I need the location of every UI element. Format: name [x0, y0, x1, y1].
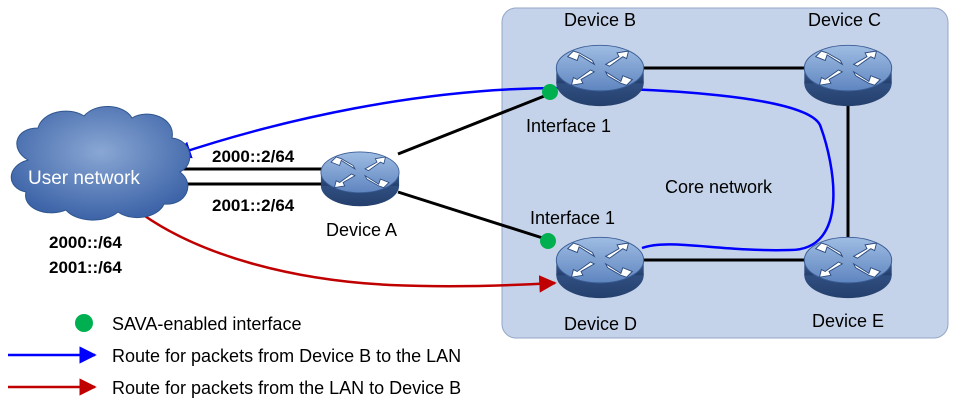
sava-dot-device-d — [540, 233, 556, 249]
link-a-d — [397, 190, 550, 242]
legend-red-label: Route for packets from the LAN to Device… — [112, 378, 461, 398]
sava-dot-device-b — [542, 84, 558, 100]
device-e-label: Device E — [812, 311, 884, 331]
device-c-label: Device C — [808, 10, 881, 30]
device-b-label: Device B — [564, 10, 636, 30]
route-lan-to-b — [141, 212, 557, 293]
link-a-b — [397, 91, 553, 156]
legend-sava-label: SAVA-enabled interface — [112, 314, 301, 334]
legend-sava-dot — [75, 314, 93, 332]
device-d-label: Device D — [564, 314, 637, 334]
interface-d-label: Interface 1 — [530, 208, 615, 228]
core-network-label: Core network — [665, 177, 773, 197]
legend-blue-label: Route for packets from Device B to the L… — [112, 346, 461, 366]
router-icon-device-e — [803, 236, 893, 299]
router-icon-device-d — [555, 236, 645, 299]
device-a-label: Device A — [326, 220, 397, 240]
route-b-to-lan — [173, 86, 835, 252]
link-upper-address: 2000::2/64 — [212, 147, 295, 166]
interface-b-label: Interface 1 — [526, 116, 611, 136]
router-icon-device-b — [555, 44, 645, 107]
user-network-label: User network — [28, 168, 140, 189]
user-prefix-1: 2000::/64 — [49, 233, 122, 252]
router-icon-device-a — [320, 151, 400, 207]
user-prefix-2: 2001::/64 — [49, 258, 122, 277]
cloud-icon — [10, 106, 191, 221]
link-lower-address: 2001::2/64 — [212, 196, 295, 215]
router-icon-device-c — [803, 44, 893, 107]
